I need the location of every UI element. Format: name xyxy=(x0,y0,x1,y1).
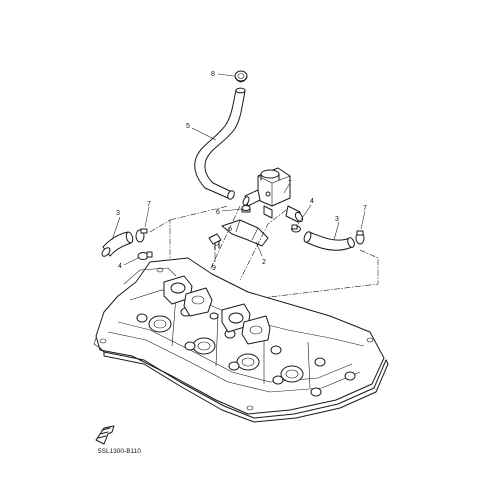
part-3-right-hose xyxy=(303,231,355,251)
part-1-air-cut-valve xyxy=(242,167,304,223)
part-7-left-clamp xyxy=(135,228,148,243)
leader-lines xyxy=(111,73,366,266)
callout-4-left: 4 xyxy=(118,263,122,270)
part-3-left-hose xyxy=(101,231,134,257)
part-5-hose xyxy=(194,87,246,200)
part-9-bolt xyxy=(208,233,222,251)
part-2-bracket xyxy=(221,219,269,247)
callout-3-right: 3 xyxy=(335,216,339,223)
callout-6: 6 xyxy=(216,209,220,216)
callout-5: 5 xyxy=(186,123,190,130)
callout-7-left: 7 xyxy=(147,201,151,208)
callout-2: 2 xyxy=(262,259,266,266)
diagram-code: 5SL1300-B110 xyxy=(98,448,141,455)
cylinder-head-cover xyxy=(93,257,389,423)
callout-numbers: 8 5 1 6 4 2 7 7 3 4 3 9 xyxy=(116,71,367,272)
callout-1: 1 xyxy=(288,176,292,183)
front-direction-arrow-icon xyxy=(95,425,115,445)
part-4-right-clamp xyxy=(291,224,301,233)
part-8-cap xyxy=(234,70,248,83)
callout-7-right: 7 xyxy=(363,205,367,212)
callout-4-right: 4 xyxy=(310,198,314,205)
part-6-bolt xyxy=(241,205,251,213)
callout-8: 8 xyxy=(211,71,215,78)
part-7-right-clamp xyxy=(355,230,365,245)
callout-3-left: 3 xyxy=(116,210,120,217)
spark-plug-holes xyxy=(148,315,304,383)
part-4-left-clamp xyxy=(137,251,153,260)
reed-valve-covers xyxy=(163,275,271,345)
callout-9: 9 xyxy=(212,265,216,272)
